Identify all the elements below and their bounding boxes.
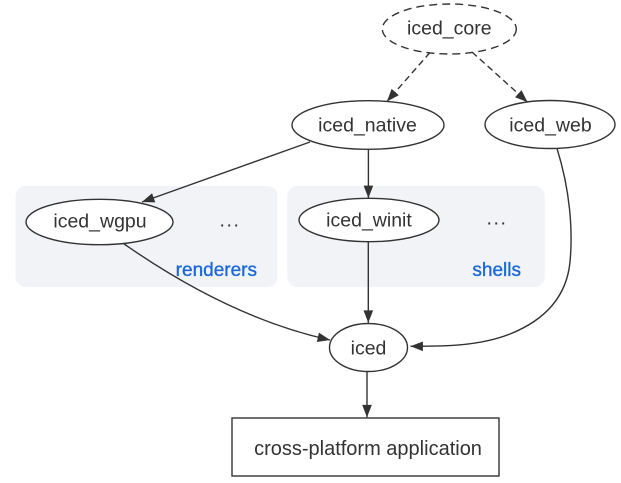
svg-text:iced_web: iced_web bbox=[509, 115, 592, 137]
svg-text:iced_winit: iced_winit bbox=[326, 210, 412, 232]
svg-text:iced_wgpu: iced_wgpu bbox=[53, 210, 146, 232]
svg-text:iced_core: iced_core bbox=[407, 18, 492, 40]
svg-text:iced: iced bbox=[351, 337, 387, 359]
svg-text:shells: shells bbox=[472, 260, 521, 281]
svg-text:cross-platform application: cross-platform application bbox=[254, 438, 482, 460]
svg-text:...: ... bbox=[486, 208, 507, 230]
svg-text:...: ... bbox=[219, 210, 240, 232]
svg-text:iced_native: iced_native bbox=[318, 115, 417, 137]
svg-text:renderers: renderers bbox=[176, 260, 257, 281]
